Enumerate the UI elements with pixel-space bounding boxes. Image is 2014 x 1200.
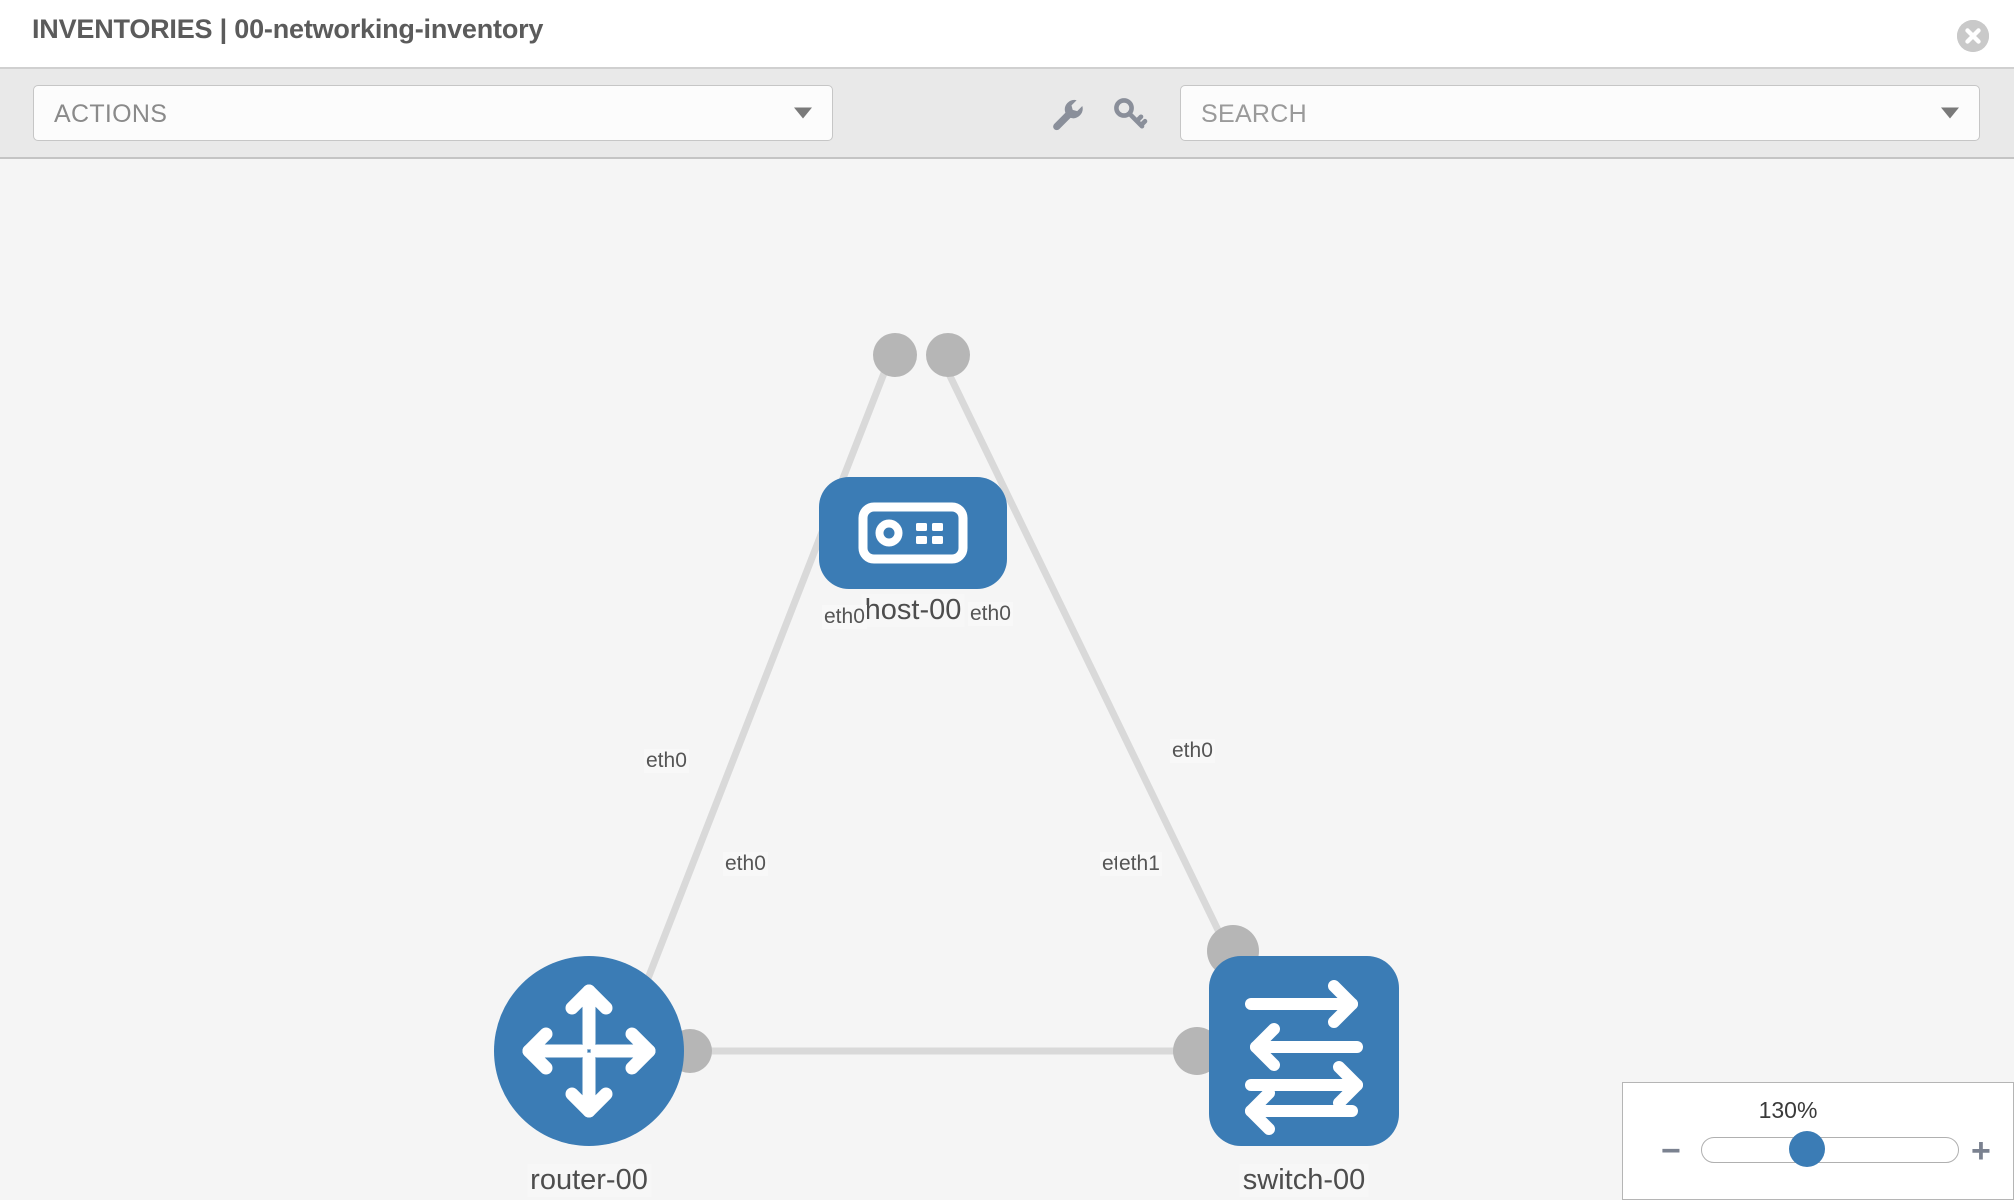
iface-label-host-eth0-right: eth0 <box>968 602 1013 626</box>
iface-label-switch-eth1: eth1 <box>1117 852 1162 876</box>
router-arrows-icon <box>522 984 656 1118</box>
node-label-host-00[interactable]: host-00 <box>861 594 965 627</box>
search-input[interactable]: SEARCH <box>1180 85 1980 141</box>
link-host-switch <box>931 343 1236 961</box>
zoom-in-button[interactable]: + <box>1971 1132 1991 1170</box>
zoom-out-button[interactable]: − <box>1661 1132 1681 1170</box>
page-title: INVENTORIES | 00-networking-inventory <box>32 14 544 44</box>
link-host-router <box>636 343 899 1001</box>
topology-canvas[interactable]: host-00 router-00 switch-00 eth0 eth0 et… <box>0 159 2014 1200</box>
node-label-router-00[interactable]: router-00 <box>527 1164 651 1197</box>
node-host-00 <box>819 477 1007 589</box>
iface-label-router-eth0-uplink: eth0 <box>644 749 689 773</box>
iface-label-router-eth0: eth0 <box>723 852 768 876</box>
zoom-level-value: 130% <box>1758 1097 1818 1123</box>
chevron-down-icon <box>794 107 812 119</box>
close-icon[interactable] <box>1957 20 1989 52</box>
zoom-slider-track[interactable] <box>1701 1137 1959 1163</box>
node-router-00 <box>494 956 684 1146</box>
iface-label-switch-eth0-uplink: eth0 <box>1170 739 1215 763</box>
actions-dropdown-label: ACTIONS <box>54 100 168 128</box>
server-icon <box>858 502 968 564</box>
wrench-icon[interactable] <box>1046 93 1088 135</box>
page-header: INVENTORIES | 00-networking-inventory <box>0 0 2014 69</box>
actions-dropdown[interactable]: ACTIONS <box>33 85 833 141</box>
key-icon[interactable] <box>1108 93 1150 135</box>
switch-arrows-icon <box>1245 980 1363 1135</box>
connector-host-right <box>926 333 970 377</box>
node-switch-00 <box>1209 956 1399 1146</box>
iface-label-host-eth0-left: eth0 <box>822 605 867 629</box>
topology-graph <box>494 333 1399 1146</box>
zoom-slider-thumb[interactable] <box>1789 1131 1825 1167</box>
connector-host-left <box>873 333 917 377</box>
zoom-control-panel: 130% − + <box>1622 1082 2014 1200</box>
link-layer <box>636 343 1236 1055</box>
chevron-down-icon[interactable] <box>1941 107 1959 119</box>
toolbar: ACTIONS SEARCH <box>0 69 2014 159</box>
node-label-switch-00[interactable]: switch-00 <box>1239 1164 1369 1197</box>
search-placeholder: SEARCH <box>1201 100 1307 128</box>
